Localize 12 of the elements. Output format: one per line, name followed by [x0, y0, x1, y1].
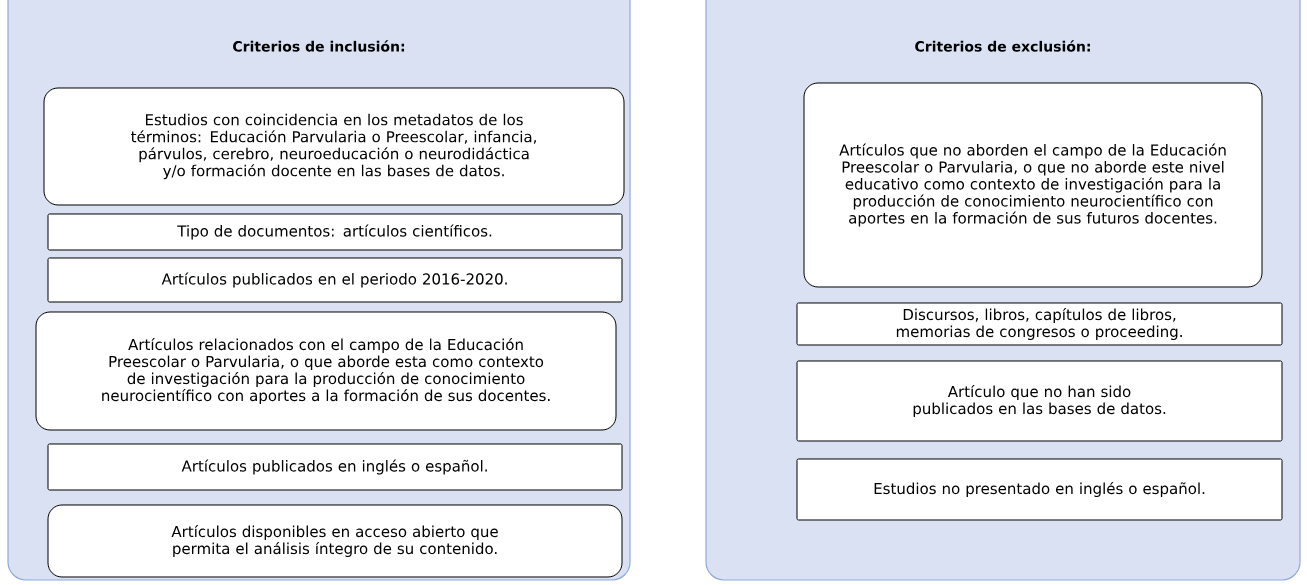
criterion-box: Discursos, libros, capítulos de libros, memorias de congresos o proceeding. [796, 302, 1283, 346]
criterion-box: Artículos disponibles en acceso abierto que permita el análisis íntegro de su contenido. [47, 504, 623, 578]
criterion-box: Artículo que no han sido publicados en las bases de datos. [796, 360, 1283, 442]
criterion-box: Tipo de documentos: artículos científicos. [47, 213, 623, 251]
criterion-box: Artículos que no aborden el campo de la Educación Preescolar o Parvularia, o que no aborde este nivel educativo como contexto de investigación para la producción de conocimiento neurocientífico con aportes en la formación de sus futuros docentes. [803, 82, 1263, 288]
criterion-box: Artículos publicados en el periodo 2016-2020. [47, 257, 623, 303]
panel-heading: Criterios de exclusión: [915, 40, 1090, 52]
criterion-box: Artículos relacionados con el campo de la Educación Preescolar o Parvularia, o que aborde esta como contexto de investigación para la producción de conocimiento neurocientífico con aportes a la formación de sus docentes. [35, 311, 617, 431]
panel-heading: Criterios de inclusión: [233, 40, 405, 52]
criterion-box: Estudios con coincidencia en los metadatos de los términos: Educación Parvularia o Preescolar, infancia, párvulos, cerebro, neuroeducación o neurodidáctica y/o formación docente en las bases de datos. [43, 87, 625, 206]
criterion-box: Estudios no presentado en inglés o español. [796, 458, 1283, 521]
criterion-box: Artículos publicados en inglés o español. [47, 443, 623, 491]
